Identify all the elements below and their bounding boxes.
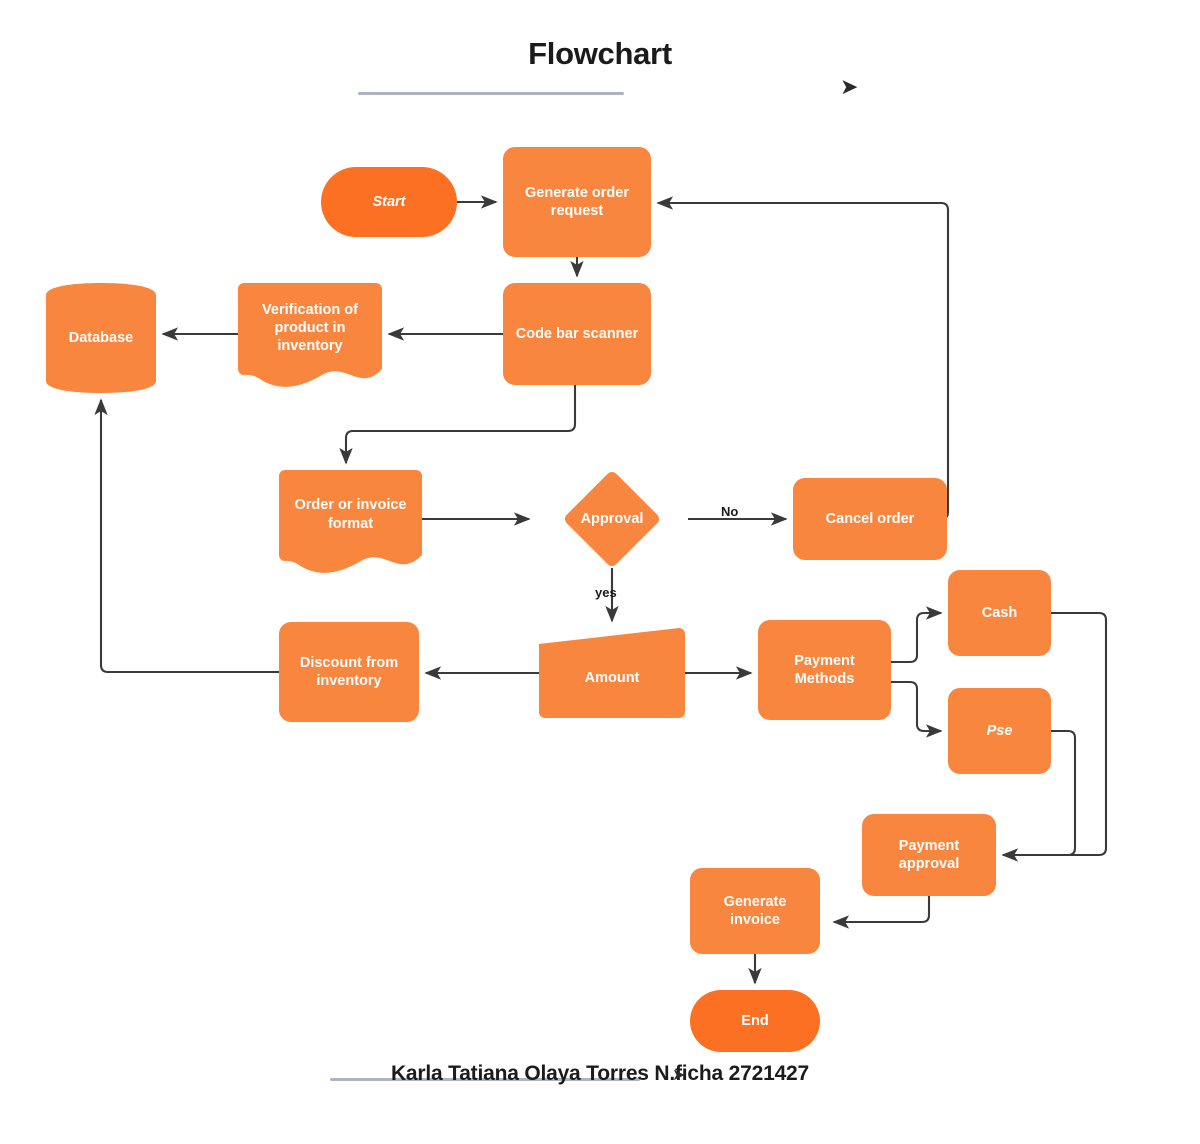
node-code-bar-scanner-label: Code bar scanner <box>515 325 639 342</box>
node-approval-decision-label: Approval <box>580 510 644 527</box>
node-discount-from-inventory-label: Discount from inventory <box>299 654 399 689</box>
caption-divider <box>330 1078 640 1081</box>
node-database-label: Database <box>68 329 134 346</box>
node-payment-methods-label: Payment Methods <box>794 652 855 687</box>
edge-cancel-order-to-generate-order <box>656 196 950 521</box>
manual-input-shape-icon <box>539 628 685 718</box>
title-divider <box>358 92 624 95</box>
edge-payment-approval-to-generate-invoice <box>832 896 931 929</box>
node-database[interactable]: Database <box>46 283 156 393</box>
node-end-label: End <box>741 1012 769 1029</box>
edge-label-no: No <box>721 504 739 519</box>
node-payment-methods[interactable]: Payment Methods <box>758 620 891 720</box>
node-payment-approval-label: Payment approval <box>898 837 960 872</box>
page-title: Flowchart <box>528 36 672 71</box>
node-end[interactable]: End <box>690 990 820 1052</box>
node-order-or-invoice-format-label: Order or invoice format <box>294 497 407 532</box>
node-amount[interactable]: Amount <box>539 628 685 718</box>
node-pse[interactable]: Pse <box>948 688 1051 774</box>
node-approval-decision[interactable]: Approval <box>536 469 688 569</box>
node-order-or-invoice-format[interactable]: Order or invoice format <box>279 470 422 573</box>
node-amount-label: Amount <box>584 669 640 686</box>
document-shape-icon <box>279 470 422 573</box>
edge-payment-methods-to-pse <box>891 680 943 738</box>
node-discount-from-inventory[interactable]: Discount from inventory <box>279 622 419 722</box>
node-cash[interactable]: Cash <box>948 570 1051 656</box>
edge-label-yes: yes <box>595 585 617 600</box>
node-cancel-order[interactable]: Cancel order <box>793 478 947 560</box>
document-shape-icon <box>238 283 382 387</box>
edge-discount-to-database <box>94 398 279 674</box>
node-generate-invoice[interactable]: Generate invoice <box>690 868 820 954</box>
edge-code-bar-to-order-format <box>339 385 577 465</box>
cursor-arrow-icon: ➤ <box>840 74 859 99</box>
node-verification-of-product-in-inventory[interactable]: Verification of product in inventory <box>238 283 382 387</box>
node-generate-invoice-label: Generate invoice <box>723 893 787 928</box>
node-generate-order-request[interactable]: Generate order request <box>503 147 651 257</box>
node-code-bar-scanner[interactable]: Code bar scanner <box>503 283 651 385</box>
author-caption: Karla Tatiana Olaya Torres N.ficha 27214… <box>390 1062 810 1085</box>
node-verification-of-product-in-inventory-label: Verification of product in inventory <box>262 301 358 355</box>
node-generate-order-request-label: Generate order request <box>525 184 629 219</box>
database-cylinder-icon <box>46 283 156 393</box>
node-payment-approval[interactable]: Payment approval <box>862 814 996 896</box>
edge-payment-methods-to-cash <box>891 606 943 664</box>
node-cancel-order-label: Cancel order <box>825 510 915 527</box>
node-start-label: Start <box>372 193 406 210</box>
node-pse-label: Pse <box>986 722 1013 739</box>
node-cash-label: Cash <box>981 604 1018 621</box>
node-start[interactable]: Start <box>321 167 457 237</box>
